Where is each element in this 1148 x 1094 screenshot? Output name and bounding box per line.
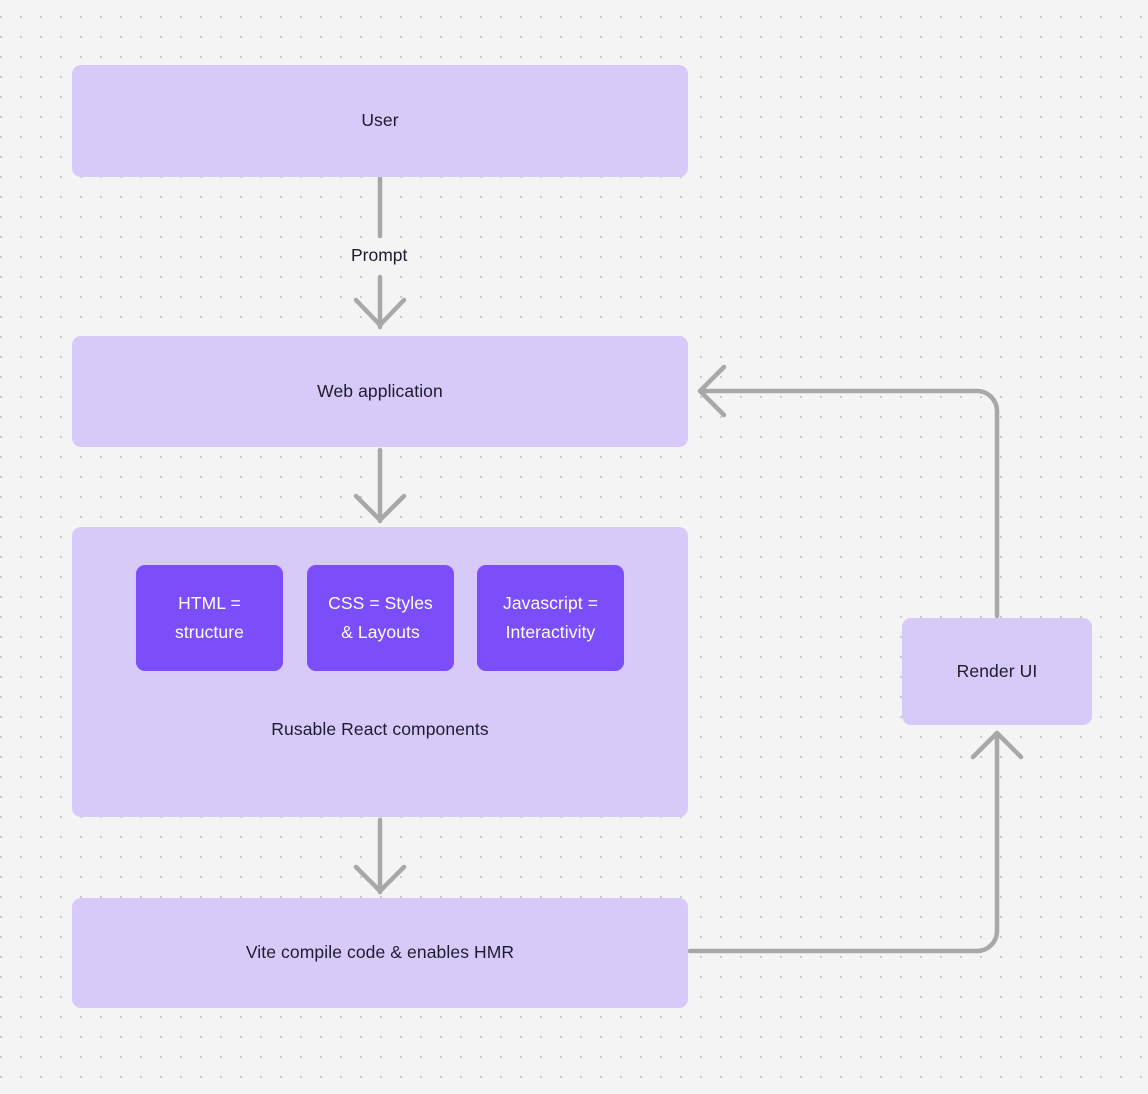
node-user[interactable]: User (72, 65, 688, 177)
node-render-ui[interactable]: Render UI (902, 618, 1092, 725)
chip-javascript-label: Javascript = Interactivity (503, 589, 598, 647)
chip-html[interactable]: HTML = structure (136, 565, 283, 671)
node-react-components-caption: Rusable React components (271, 719, 489, 739)
chip-javascript-line2: Interactivity (505, 622, 596, 642)
chip-html-line2: structure (175, 622, 244, 642)
node-vite[interactable]: Vite compile code & enables HMR (72, 898, 688, 1008)
chip-css-line1: CSS = Styles (328, 593, 433, 614)
chip-css[interactable]: CSS = Styles & Layouts (307, 565, 454, 671)
node-web-application[interactable]: Web application (72, 336, 688, 447)
node-web-application-label: Web application (317, 380, 443, 401)
node-user-label: User (361, 110, 399, 131)
node-react-components[interactable]: HTML = structure CSS = Styles & Layouts … (72, 527, 688, 817)
edge-vite-to-render (687, 730, 1024, 954)
chip-javascript[interactable]: Javascript = Interactivity (477, 565, 624, 671)
edge-components-to-vite (353, 817, 407, 895)
edge-label-prompt: Prompt (345, 245, 414, 266)
chip-css-line2: & Layouts (341, 622, 420, 642)
chip-javascript-line1: Javascript = (502, 593, 599, 614)
chip-css-label: CSS = Styles & Layouts (328, 589, 433, 647)
chip-html-label: HTML = structure (175, 589, 244, 647)
node-render-ui-label: Render UI (956, 660, 1038, 681)
edge-webapp-to-components (353, 447, 407, 524)
edge-render-to-webapp (697, 364, 1000, 619)
chip-html-line1: HTML = (178, 593, 241, 614)
node-vite-label: Vite compile code & enables HMR (245, 942, 515, 963)
